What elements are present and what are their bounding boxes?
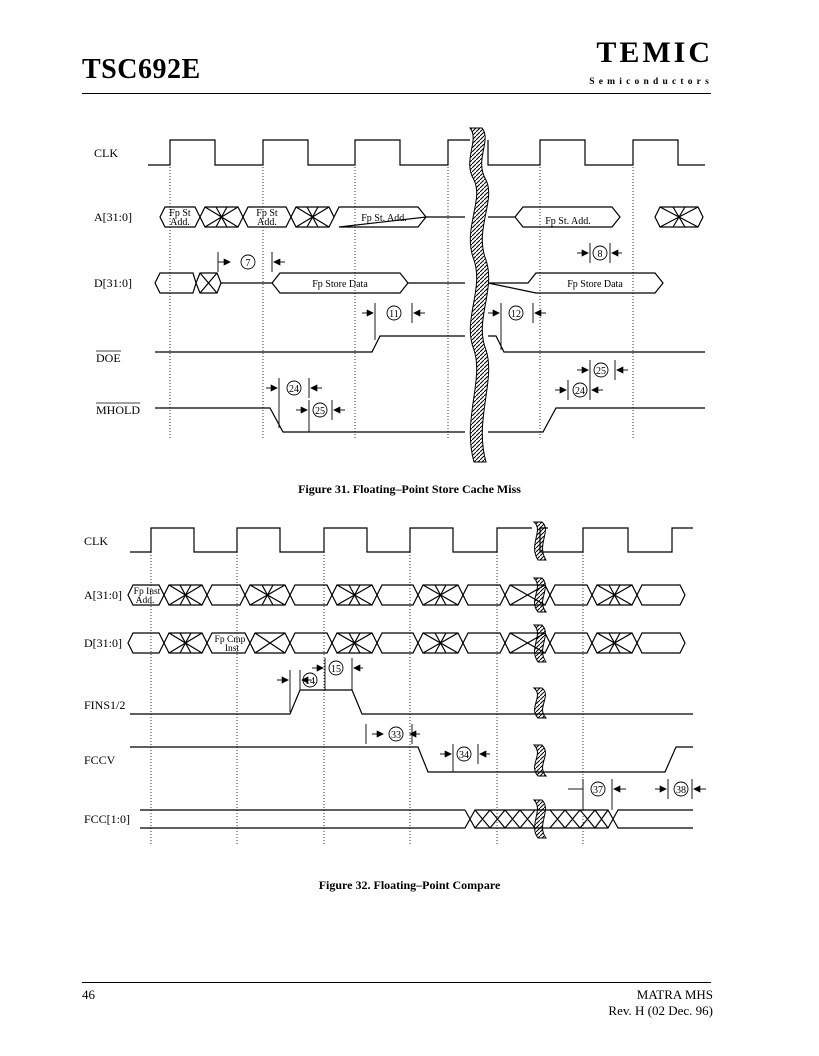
fig32-fccv-label: FCCV bbox=[84, 753, 116, 767]
timing-ref: 25 bbox=[315, 406, 325, 417]
figure-32-caption: Figure 32. Floating–Point Compare bbox=[318, 878, 501, 892]
fig31-bus-label: Fp St. Add. bbox=[545, 216, 591, 227]
timing-ref: 37 bbox=[593, 785, 603, 796]
timing-ref: 38 bbox=[676, 785, 686, 796]
timing-ref: 33 bbox=[391, 730, 401, 741]
fig32-fcc-label: FCC[1:0] bbox=[84, 812, 130, 826]
brand-subtitle: Semiconductors bbox=[589, 77, 713, 87]
fig32-fccv-waveform bbox=[130, 746, 693, 773]
fig31-mhold-label: MHOLD bbox=[96, 403, 140, 417]
fig31-bus-label: Fp St bbox=[169, 208, 191, 219]
timing-ref: 8 bbox=[598, 249, 603, 260]
timing-ref: 11 bbox=[389, 309, 399, 320]
timing-ref: 12 bbox=[511, 309, 521, 320]
fig32-bus-label: Add. bbox=[136, 596, 155, 606]
fig31-bus-label: Add. bbox=[257, 217, 277, 228]
figure-32-timing-diagram: CLK A[31:0] D[31:0] FINS1/2 FCCV FCC[1:0… bbox=[84, 521, 706, 845]
fig32-data-label: D[31:0] bbox=[84, 636, 122, 650]
footer-company: MATRA MHS bbox=[636, 987, 713, 1002]
fig31-data-waveform bbox=[154, 272, 197, 294]
timing-ref: 15 bbox=[331, 664, 341, 675]
fig32-reference-lines bbox=[150, 528, 584, 845]
fig32-addr-label: A[31:0] bbox=[84, 588, 122, 602]
fig32-fins-label: FINS1/2 bbox=[84, 698, 125, 712]
timing-ref: 24 bbox=[575, 386, 585, 397]
fig32-fcc-waveform bbox=[140, 809, 693, 829]
fig32-clk-label: CLK bbox=[84, 534, 108, 548]
timing-ref: 24 bbox=[289, 384, 299, 395]
header-rule bbox=[82, 93, 711, 94]
document-title: TSC692E bbox=[82, 54, 201, 85]
fig32-bus-label: Fp Inst bbox=[134, 587, 161, 597]
fig31-clk-waveform bbox=[148, 139, 705, 166]
timing-ref: 14 bbox=[305, 676, 315, 687]
fig31-bus-label: Fp Store Data bbox=[312, 279, 368, 290]
fig31-addr-label: A[31:0] bbox=[94, 210, 132, 224]
timing-ref: 34 bbox=[459, 750, 469, 761]
fig32-clk-waveform bbox=[130, 527, 693, 553]
fig32-time-breaks bbox=[532, 521, 548, 839]
fig32-fins-waveform bbox=[130, 689, 693, 715]
fig31-doe-label: DOE bbox=[96, 351, 121, 365]
brand-logo: TEMIC bbox=[596, 36, 713, 69]
fig32-bus-label: Inst bbox=[225, 644, 240, 654]
fig31-clk-label: CLK bbox=[94, 146, 118, 160]
page-number: 46 bbox=[82, 987, 95, 1002]
fig31-data-label: D[31:0] bbox=[94, 276, 132, 290]
fig31-reference-lines bbox=[169, 140, 634, 440]
fig31-bus-label: Add. bbox=[170, 217, 190, 228]
fig31-time-break bbox=[468, 127, 490, 463]
fig31-doe-waveform bbox=[155, 335, 705, 353]
footer-revision: Rev. H (02 Dec. 96) bbox=[608, 1003, 713, 1018]
fig32-bus-label: Fp Cmp bbox=[215, 635, 246, 645]
figure-31-caption: Figure 31. Floating–Point Store Cache Mi… bbox=[298, 482, 521, 496]
figure-31-timing-diagram: CLK A[31:0] D[31:0] DOE MHOLD Fp St Add.… bbox=[94, 127, 705, 463]
footer-rule bbox=[82, 982, 711, 983]
timing-ref: 7 bbox=[246, 258, 251, 269]
fig31-bus-label: Fp St. Add. bbox=[361, 213, 407, 224]
fig31-mhold-waveform bbox=[155, 407, 705, 433]
fig31-bus-label: Fp Store Data bbox=[567, 279, 623, 290]
fig31-bus-label: Fp St bbox=[256, 208, 278, 219]
timing-ref: 25 bbox=[596, 366, 606, 377]
fig32-data-waveform bbox=[127, 632, 165, 654]
